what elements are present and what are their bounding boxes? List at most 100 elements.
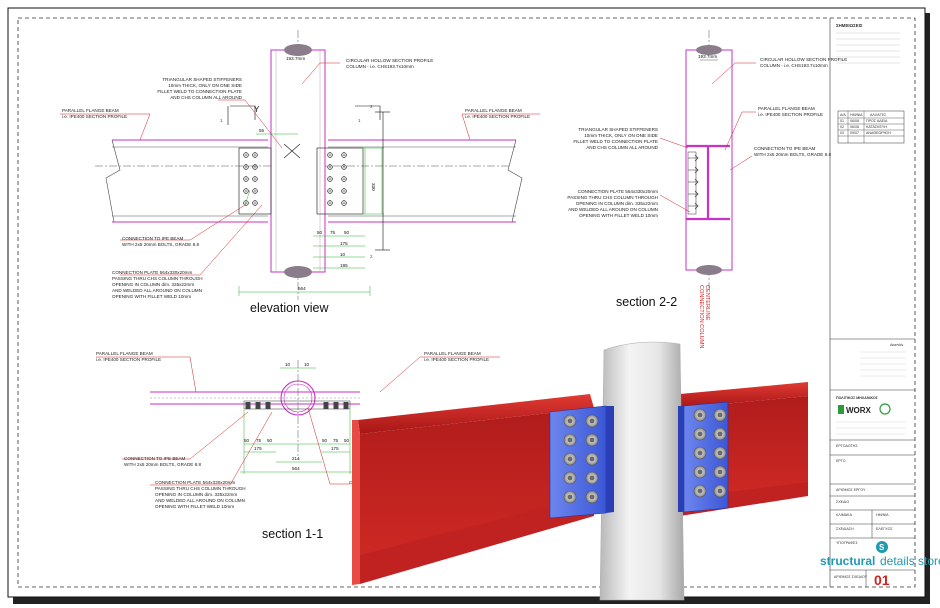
tb-company: Ακαπάλι bbox=[890, 343, 904, 347]
svg-text:FILLET WELD TO CONNECTION PLAT: FILLET WELD TO CONNECTION PLATE bbox=[157, 89, 242, 94]
svg-text:02: 02 bbox=[840, 125, 844, 129]
elevation-bolt bbox=[327, 176, 333, 182]
svg-text:CONNECTION PLATE 564x330x20mm: CONNECTION PLATE 564x330x20mm bbox=[112, 270, 193, 275]
elevation-bolt bbox=[327, 200, 333, 206]
svg-text:ΑΝΑΘΕΩΡΗΣΗ: ΑΝΑΘΕΩΡΗΣΗ bbox=[866, 131, 891, 135]
elevation-bolt bbox=[252, 164, 258, 170]
render-bolt bbox=[713, 484, 727, 498]
svg-text:10mm THICK, ONLY ON ONE SIDE: 10mm THICK, ONLY ON ONE SIDE bbox=[168, 83, 242, 88]
svg-text:OPENING WITH FILLET WELD 10mm: OPENING WITH FILLET WELD 10mm bbox=[155, 504, 234, 509]
svg-text:CONNECTION COLUMN: CONNECTION COLUMN bbox=[698, 285, 704, 348]
dim-row-b: 75 bbox=[330, 230, 336, 235]
section22-bolt bbox=[688, 202, 699, 210]
tb-number-label: ΑΡΙΘΜΟΣ ΕΡΓΟΥ bbox=[836, 488, 866, 492]
cut-marker-1-right: 1 bbox=[358, 118, 361, 123]
tb-work-label: ΕΡΓΟ bbox=[836, 459, 846, 463]
elevation-beam-left bbox=[105, 139, 268, 223]
svg-text:ΚΑΤΑΣΚΕΥΗ: ΚΑΤΑΣΚΕΥΗ bbox=[866, 125, 887, 129]
elevation-bolt bbox=[243, 152, 249, 158]
svg-text:i.e. IPE400 SECTION PROFILE: i.e. IPE400 SECTION PROFILE bbox=[758, 112, 823, 117]
worx-logo: WORX bbox=[838, 403, 891, 415]
render-bolt bbox=[713, 446, 727, 460]
note-s22-connection: CONNECTION TO IPE BEAM WITH 2x5 20mm BOL… bbox=[754, 146, 831, 157]
svg-text:ΠΡΟΣ ΑΔΕΙΑ: ΠΡΟΣ ΑΔΕΙΑ bbox=[866, 119, 888, 123]
elevation-plate-left bbox=[238, 147, 272, 215]
dim-10-elev: 10 bbox=[340, 252, 346, 257]
svg-text:PASSING THRU CHS COLUMN THROUG: PASSING THRU CHS COLUMN THROUGH bbox=[567, 195, 658, 200]
svg-text:CONNECTION TO IPE BEAM: CONNECTION TO IPE BEAM bbox=[754, 146, 816, 151]
render-3d bbox=[352, 341, 808, 601]
s11-dim-b3: 50 bbox=[267, 438, 273, 443]
svg-text:WITH 2x5 20mm BOLTS, GRADE 8.8: WITH 2x5 20mm BOLTS, GRADE 8.8 bbox=[122, 242, 199, 247]
svg-text:COLUMN - i.e. CHS193.7x10mm: COLUMN - i.e. CHS193.7x10mm bbox=[346, 64, 414, 69]
title-block: ΣΗΜΕΙΩΣΕΙΣ Α/Α ΗΜ/ΝΙΑ ΑΛΛΑΓΕΣ 01 06/08 Π… bbox=[820, 18, 940, 588]
section11-chs-circle bbox=[280, 380, 316, 416]
elevation-bolt bbox=[243, 176, 249, 182]
render-plate-left bbox=[549, 405, 614, 519]
svg-text:PASSING THRU CHS COLUMN THROUG: PASSING THRU CHS COLUMN THROUGH bbox=[155, 486, 246, 491]
svg-text:WITH 2x5 20mm BOLTS, GRADE 8.8: WITH 2x5 20mm BOLTS, GRADE 8.8 bbox=[124, 462, 201, 467]
note-s22-plate: CONNECTION PLATE 564x330x20mm PASSING TH… bbox=[567, 189, 658, 218]
svg-text:i.e. IPE400 SECTION PROFILE: i.e. IPE400 SECTION PROFILE bbox=[424, 357, 489, 362]
tb-scale-label: ΚΛΙΜΑΚΑ bbox=[836, 513, 853, 517]
render-bolt bbox=[713, 427, 727, 441]
elevation-bolt bbox=[243, 200, 249, 206]
note-s22-stiffeners: TRIANGULAR SHAPED STIFFENERS 10mm THICK,… bbox=[573, 127, 658, 150]
svg-text:PARALLEL FLANGE BEAM: PARALLEL FLANGE BEAM bbox=[424, 351, 481, 356]
svg-text:COLUMN - i.e. CHS193.7x10mm: COLUMN - i.e. CHS193.7x10mm bbox=[760, 63, 828, 68]
svg-text:TRIANGULAR SHAPED STIFFENERS: TRIANGULAR SHAPED STIFFENERS bbox=[578, 127, 658, 132]
svg-text:CIRCULAR HOLLOW SECTION PROFIL: CIRCULAR HOLLOW SECTION PROFILE bbox=[760, 57, 847, 62]
dim-195: 195 bbox=[340, 263, 348, 268]
s11-dim-175b: 175 bbox=[331, 446, 339, 451]
render-bolt bbox=[563, 471, 577, 485]
tb-approved-label: ΥΠΟΓΡΑΦΕΣ bbox=[836, 541, 858, 545]
render-bolt bbox=[585, 452, 599, 466]
revision-table: Α/Α ΗΜ/ΝΙΑ ΑΛΛΑΓΕΣ 01 06/08 ΠΡΟΣ ΑΔΕΙΑ 0… bbox=[837, 110, 905, 144]
note-elev-connection: CONNECTION TO IPE BEAM WITH 2x5 20mm BOL… bbox=[122, 236, 199, 247]
section-2-2-title: section 2-2 bbox=[616, 295, 677, 309]
brand-logo: structural details store S bbox=[820, 541, 940, 568]
dim-175-elev: 175 bbox=[340, 241, 348, 246]
brand-s-icon bbox=[876, 541, 888, 553]
note-elev-beam-left: PARALLEL FLANGE BEAM i.e. IPE400 SECTION… bbox=[62, 108, 127, 119]
render-bolt bbox=[693, 446, 707, 460]
section22-ipe-profile bbox=[686, 144, 730, 221]
elevation-bolt bbox=[327, 188, 333, 194]
elevation-bolt bbox=[243, 188, 249, 194]
s11-dim-10a: 10 bbox=[285, 362, 291, 367]
tb-drawn-label: ΣΧΕΔΙΑΣΗ bbox=[836, 527, 854, 531]
svg-text:structural: structural bbox=[820, 554, 875, 568]
s11-dim-b6: 50 bbox=[344, 438, 350, 443]
section11-bolt bbox=[265, 402, 271, 409]
s11-dim-564: 564 bbox=[292, 466, 300, 471]
section-1-1: 10 10 50 75 50 50 75 50 175 214 175 564 … bbox=[96, 351, 500, 541]
svg-text:PARALLEL FLANGE BEAM: PARALLEL FLANGE BEAM bbox=[465, 108, 522, 113]
svg-text:TRIANGULAR SHAPED STIFFENERS: TRIANGULAR SHAPED STIFFENERS bbox=[162, 77, 242, 82]
tb-checked-label: ΕΛΕΓΧΟΣ bbox=[876, 527, 893, 531]
inner-dashed-border bbox=[17, 17, 916, 588]
svg-text:OPENING WITH FILLET WELD 10mm: OPENING WITH FILLET WELD 10mm bbox=[579, 213, 658, 218]
svg-text:CONNECTION PLATE 564x330x20mm: CONNECTION PLATE 564x330x20mm bbox=[578, 189, 659, 194]
elevation-bolt bbox=[252, 176, 258, 182]
section11-bolt bbox=[245, 402, 251, 409]
render-bolt bbox=[693, 484, 707, 498]
tb-drawing-label: ΣΧΕΔΙΟ bbox=[836, 500, 849, 504]
svg-text:AND WELDED ALL AROUND ON COLUM: AND WELDED ALL AROUND ON COLUMN bbox=[155, 498, 245, 503]
cut-marker-2-top: 2 bbox=[370, 104, 373, 109]
section11-bolt bbox=[343, 402, 349, 409]
section11-bolt bbox=[255, 402, 261, 409]
section22-bolt bbox=[688, 154, 699, 162]
svg-text:i.e. IPE400 SECTION PROFILE: i.e. IPE400 SECTION PROFILE bbox=[96, 357, 161, 362]
elevation-bolt bbox=[252, 200, 258, 206]
s11-dim-175a: 175 bbox=[254, 446, 262, 451]
render-bolt bbox=[585, 490, 599, 504]
section11-bolt bbox=[333, 402, 339, 409]
render-bolt bbox=[693, 427, 707, 441]
section22-bolt bbox=[688, 190, 699, 198]
tb-sheet-label: ΑΡΙΘΜΟΣ ΣΧΕΔΙΟΥ bbox=[834, 575, 868, 579]
svg-text:WORX: WORX bbox=[846, 406, 872, 415]
svg-text:details store: details store bbox=[880, 554, 940, 568]
svg-text:09/07: 09/07 bbox=[850, 131, 859, 135]
elevation-bolt bbox=[327, 164, 333, 170]
